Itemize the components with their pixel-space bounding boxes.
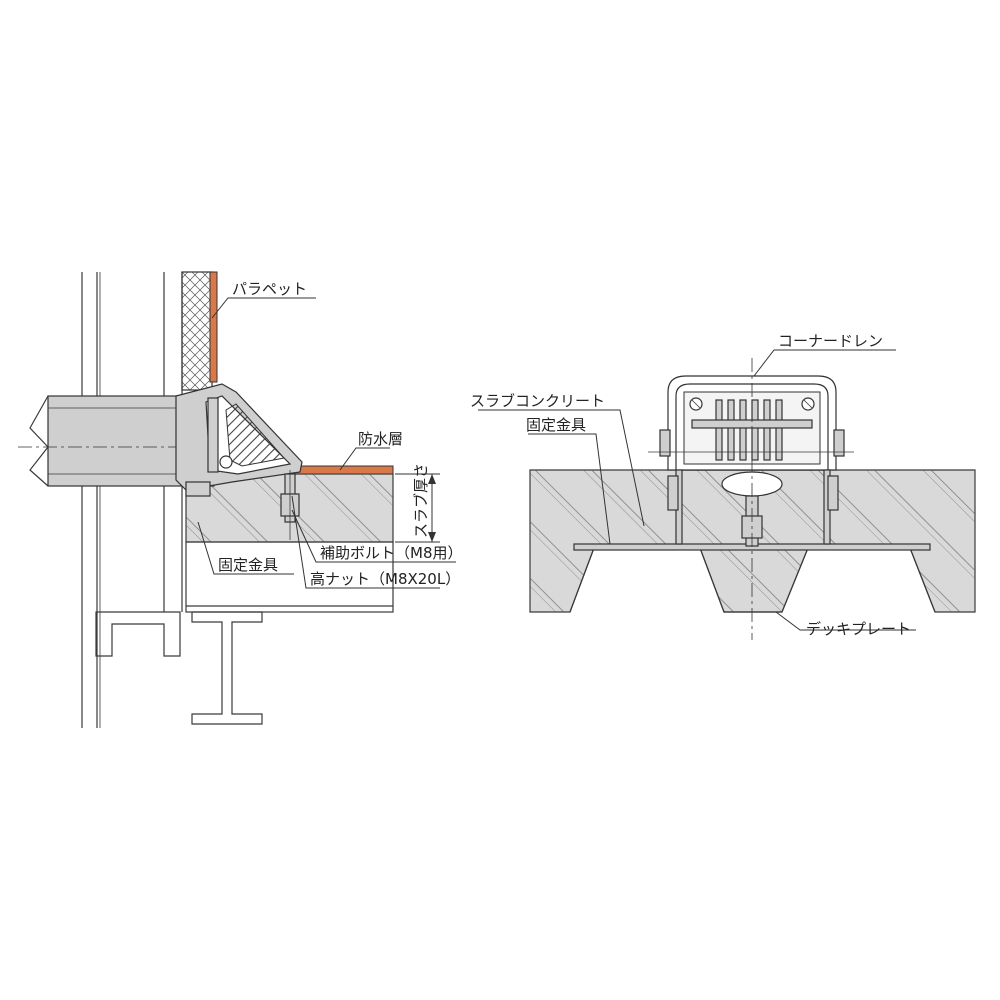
slab-thickness-dimension bbox=[395, 473, 440, 543]
waterproof-layer-label: 防水層 bbox=[358, 430, 403, 448]
parapet-waterproof-membrane bbox=[209, 271, 218, 383]
high-nut-label: 高ナット（M8X20L） bbox=[310, 570, 460, 588]
corner-drain-label: コーナードレン bbox=[778, 332, 883, 350]
wall-lines bbox=[81, 272, 183, 728]
parapet-label: パラペット bbox=[232, 280, 307, 298]
left-leaders bbox=[197, 297, 456, 589]
grate-bars bbox=[691, 399, 813, 461]
corner-drain-body bbox=[648, 375, 854, 471]
left-fixing-bracket-label: 固定金具 bbox=[218, 556, 278, 574]
right-leaders bbox=[478, 349, 916, 631]
right-section-diagram: コーナードレン スラブコンクリート 固定金具 デッキプレート bbox=[470, 332, 976, 640]
slab-thickness-label: スラブ厚さ bbox=[412, 463, 430, 538]
left-section-diagram: パラペット 防水層 スラブ厚さ 固定金具 補助ボルト（M8用） 高ナット（M8X… bbox=[18, 271, 463, 728]
auxiliary-bolt-label: 補助ボルト（M8用） bbox=[320, 544, 463, 562]
corner-drain-section bbox=[175, 383, 303, 497]
drain-strainer-grate bbox=[225, 403, 285, 467]
slab-concrete-label: スラブコンクリート bbox=[470, 392, 605, 410]
right-fixing-bracket-label: 固定金具 bbox=[526, 416, 586, 434]
parapet-insulation bbox=[181, 271, 213, 391]
deck-plate-label: デッキプレート bbox=[806, 620, 911, 638]
steel-beam bbox=[95, 541, 394, 725]
